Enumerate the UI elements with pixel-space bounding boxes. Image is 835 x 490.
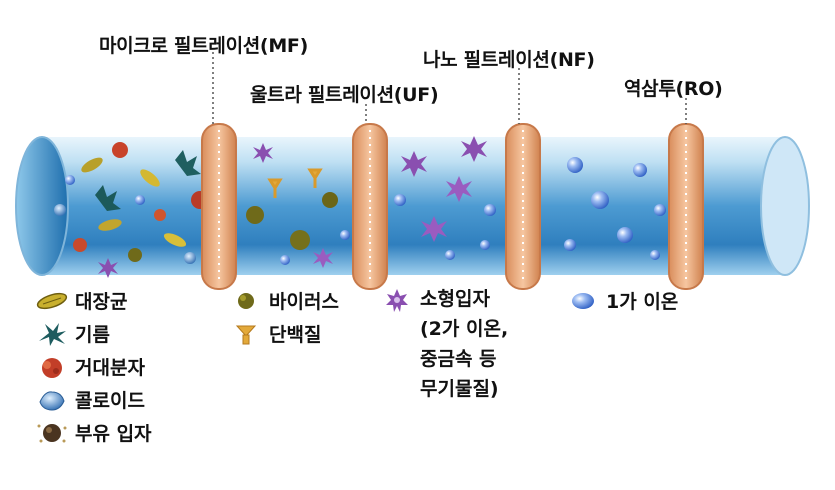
ion-particle bbox=[633, 163, 647, 177]
legend-line: 소형입자 bbox=[420, 288, 490, 310]
legend-line: 중금속 등 bbox=[420, 348, 497, 370]
legend-item: 소형입자 (2가 이온, 중금속 등 무기물질) bbox=[380, 284, 508, 404]
legend-group-mf: 대장균 기름 거대분자 콜로이드 부유 입자 bbox=[35, 284, 152, 449]
section3-contaminants bbox=[394, 136, 496, 260]
ion-particle bbox=[445, 250, 455, 260]
legend-group-nf: 소형입자 (2가 이온, 중금속 등 무기물질) bbox=[380, 284, 508, 404]
filter-label-ro: 역삼투(RO) bbox=[624, 78, 723, 100]
colloid-particle bbox=[54, 204, 66, 216]
star-particle bbox=[98, 258, 118, 278]
algae-particle bbox=[175, 150, 201, 176]
ion-particle bbox=[394, 194, 406, 206]
legend-label: 부유 입자 bbox=[75, 423, 152, 445]
star-particle bbox=[401, 151, 427, 177]
macromolecule-particle bbox=[154, 209, 166, 221]
legend-label: 기름 bbox=[75, 324, 110, 346]
pipe-inlet-opening bbox=[15, 136, 69, 276]
bacteria-particle bbox=[98, 219, 122, 231]
macromolecule-particle bbox=[112, 142, 128, 158]
filter-label-nf: 나노 필트레이션(NF) bbox=[423, 49, 595, 71]
virus-particle bbox=[128, 248, 142, 262]
star-particle bbox=[253, 143, 273, 163]
virus-icon bbox=[238, 292, 254, 309]
legend-item: 1가 이온 bbox=[566, 284, 678, 317]
virus-particle bbox=[246, 206, 264, 224]
protein-particle bbox=[307, 168, 323, 188]
ion-particle bbox=[650, 250, 660, 260]
legend-item: 단백질 bbox=[229, 317, 339, 350]
legend-label: 콜로이드 bbox=[75, 390, 145, 412]
section2-contaminants bbox=[246, 143, 350, 268]
monovalent-ion-icon bbox=[572, 292, 594, 309]
flange-nf bbox=[505, 123, 541, 290]
legend-label: 거대분자 bbox=[75, 357, 145, 379]
protein-icon bbox=[235, 325, 257, 344]
star-particle bbox=[313, 248, 333, 268]
colloid-particle bbox=[184, 252, 196, 264]
legend-label: 바이러스 bbox=[269, 291, 339, 313]
section4-ions bbox=[564, 157, 666, 260]
star-particle bbox=[461, 136, 487, 162]
ion-particle bbox=[564, 239, 576, 251]
legend-label-multiline: 소형입자 (2가 이온, 중금속 등 무기물질) bbox=[420, 284, 508, 404]
ion-particle bbox=[340, 230, 350, 240]
legend-item: 바이러스 bbox=[229, 284, 339, 317]
star-particle bbox=[446, 176, 472, 202]
legend-item: 거대분자 bbox=[35, 350, 152, 383]
legend-group-ro: 1가 이온 bbox=[566, 284, 678, 317]
filter-label-uf: 울트라 필트레이션(UF) bbox=[250, 84, 439, 106]
legend-item: 기름 bbox=[35, 317, 152, 350]
bacteria-icon bbox=[36, 292, 68, 309]
legend-label: 단백질 bbox=[269, 324, 322, 346]
legend-group-uf: 바이러스 단백질 bbox=[229, 284, 339, 350]
pipe-outlet-cap bbox=[760, 136, 810, 276]
ion-particle bbox=[135, 195, 145, 205]
flange-ro bbox=[668, 123, 704, 290]
colloid-icon bbox=[39, 390, 65, 411]
legend-item: 부유 입자 bbox=[35, 416, 152, 449]
suspended-particle-icon bbox=[37, 423, 67, 442]
legend-label: 대장균 bbox=[75, 291, 128, 313]
legend-line: (2가 이온, bbox=[420, 318, 509, 340]
macromolecule-icon bbox=[42, 357, 62, 378]
algae-particle bbox=[95, 185, 121, 211]
section1-contaminants bbox=[54, 142, 209, 278]
star-particle bbox=[421, 216, 447, 242]
ion-particle bbox=[591, 191, 609, 209]
ion-particle bbox=[484, 204, 496, 216]
ion-particle bbox=[480, 240, 490, 250]
legend-line: 무기물질) bbox=[420, 378, 499, 400]
algae-icon bbox=[39, 322, 66, 346]
virus-particle bbox=[322, 192, 338, 208]
bacteria-particle bbox=[81, 157, 103, 173]
flange-uf bbox=[352, 123, 388, 290]
flange-mf bbox=[201, 123, 237, 290]
legend-item: 대장균 bbox=[35, 284, 152, 317]
bacteria-particle bbox=[140, 169, 160, 187]
bacteria-particle bbox=[163, 233, 187, 247]
legend-label: 1가 이온 bbox=[606, 291, 679, 313]
ion-particle bbox=[617, 227, 633, 243]
ion-particle bbox=[567, 157, 583, 173]
ion-particle bbox=[65, 175, 75, 185]
filter-label-mf: 마이크로 필트레이션(MF) bbox=[99, 35, 308, 57]
ion-particle bbox=[654, 204, 666, 216]
small-particle-icon bbox=[386, 289, 408, 312]
ion-particle bbox=[280, 255, 290, 265]
protein-particle bbox=[267, 178, 283, 198]
virus-particle bbox=[290, 230, 310, 250]
macromolecule-particle bbox=[73, 238, 87, 252]
legend-item: 콜로이드 bbox=[35, 383, 152, 416]
